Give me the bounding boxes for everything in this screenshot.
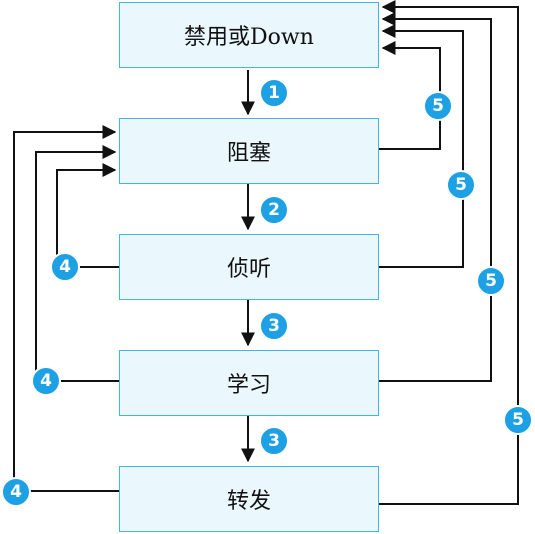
arrow-listening-to-blocking: [56, 163, 119, 268]
state-listening: 侦听: [119, 234, 379, 300]
step-badge: 3: [259, 311, 289, 341]
step-badge: 5: [503, 405, 533, 435]
state-forwarding: 转发: [119, 466, 379, 532]
arrow-listening-to-disabled: [379, 24, 464, 268]
state-learning: 学习: [119, 350, 379, 416]
step-badge: 1: [259, 78, 289, 108]
step-badge: 3: [259, 426, 289, 456]
arrow-learning-to-disabled: [379, 12, 492, 382]
step-badge: 4: [31, 366, 61, 396]
arrow-forwarding-to-disabled: [379, 0, 519, 505]
step-badge: 4: [1, 477, 31, 507]
state-blocking: 阻塞: [119, 118, 379, 184]
step-badge: 4: [50, 252, 80, 282]
step-badge: 5: [476, 266, 506, 296]
step-badge: 5: [423, 91, 453, 121]
state-disabled: 禁用或Down: [119, 2, 379, 68]
arrow-learning-to-blocking: [35, 145, 119, 382]
step-badge: 5: [446, 170, 476, 200]
step-badge: 2: [259, 195, 289, 225]
arrow-forwarding-to-blocking: [13, 125, 119, 492]
